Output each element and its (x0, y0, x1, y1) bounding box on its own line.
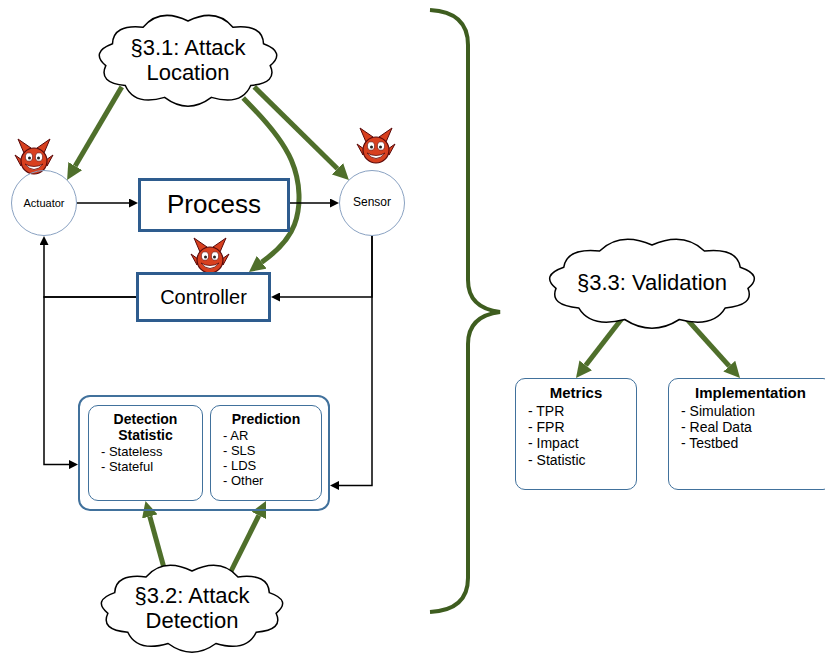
list-item: - Real Data (675, 419, 825, 435)
list-item: - Statistic (522, 452, 630, 468)
curly-brace (430, 10, 500, 612)
list-item: - Testbed (675, 435, 825, 451)
cloud-outline (550, 239, 755, 328)
controller-box: Controller (136, 272, 271, 322)
section-arrow (254, 87, 337, 169)
cloud-outline (101, 565, 282, 652)
list-item: - AR (217, 429, 315, 444)
section-arrow (686, 318, 729, 366)
detector-box: Detection Statistic - Stateless- Stateful… (78, 395, 330, 511)
process-box: Process (138, 178, 290, 232)
list-item: - FPR (522, 419, 630, 435)
node-label: Process (167, 190, 261, 220)
sensor-circle: Sensor (339, 170, 405, 236)
list-item: - Other (217, 474, 315, 489)
section-arrow (75, 87, 122, 166)
attacker-icon (191, 238, 229, 273)
list-item: - SLS (217, 444, 315, 459)
attacker-icon (15, 139, 53, 174)
section-arrow (586, 318, 623, 365)
list-item: - Stateless (95, 445, 196, 460)
actuator-circle: Actuator (11, 170, 77, 236)
list-item: - Stateful (95, 460, 196, 475)
node-label: Controller (160, 286, 247, 309)
node-label: Sensor (353, 196, 391, 210)
signal-arrow (44, 245, 136, 297)
list-item: - Impact (522, 435, 630, 451)
prediction-box: Prediction - AR- SLS- LDS- Other (210, 405, 322, 501)
signal-arrow (280, 236, 372, 297)
metrics-box: Metrics - TPR- FPR- Impact- Statistic (515, 378, 637, 490)
node-label: Actuator (24, 197, 65, 210)
implementation-box: Implementation - Simulation- Real Data- T… (668, 378, 825, 490)
section-cloud: §3.1: Attack Location (96, 12, 280, 108)
box-heading: Prediction (217, 411, 315, 427)
section-arrow (230, 515, 259, 574)
section-label: §3.2: Attack Detection (117, 583, 267, 634)
cloud-outline (99, 15, 276, 106)
list-item: - LDS (217, 459, 315, 474)
list-item: - Simulation (675, 403, 825, 419)
attacker-icon (357, 128, 395, 163)
box-heading: Implementation (675, 384, 825, 401)
statistic-box: Detection Statistic - Stateless- Stateful (88, 405, 203, 501)
section-label: §3.1: Attack Location (113, 35, 263, 86)
box-heading: Detection Statistic (95, 411, 196, 443)
signal-arrow (290, 202, 330, 204)
section-label: §3.3: Validation (577, 270, 727, 295)
section-cloud: §3.3: Validation (546, 236, 758, 330)
signal-arrow (77, 202, 129, 204)
section-cloud: §3.2: Attack Detection (98, 562, 286, 654)
list-item: - TPR (522, 403, 630, 419)
signal-arrow (339, 236, 372, 485)
box-heading: Metrics (522, 384, 630, 401)
